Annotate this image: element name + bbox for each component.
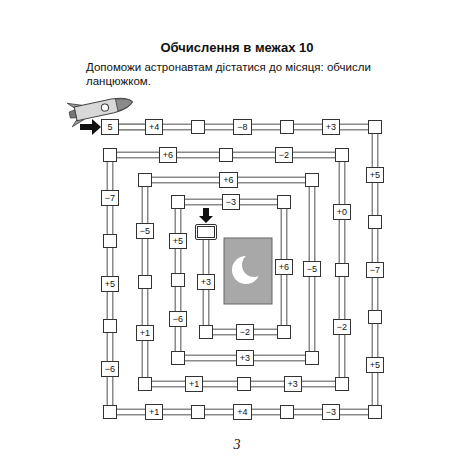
- operation-text: 5: [107, 122, 112, 132]
- answer-box: [103, 234, 117, 248]
- page-number: 3: [0, 437, 474, 453]
- operation-text: +1: [140, 328, 150, 338]
- operation-text: −2: [279, 150, 289, 160]
- operation-box: −3: [322, 404, 340, 420]
- operation-box: +4: [233, 404, 251, 420]
- answer-box: [335, 263, 349, 277]
- operation-text: −5: [307, 264, 317, 274]
- operation-text: −5: [140, 226, 150, 236]
- operation-box: +3: [236, 350, 254, 366]
- operation-box: +5: [101, 276, 119, 292]
- answer-box: [219, 148, 233, 162]
- operation-text: −3: [226, 197, 236, 207]
- operation-box: +1: [145, 404, 163, 420]
- operation-box: −2: [236, 324, 254, 340]
- operation-text: +6: [163, 150, 173, 160]
- answer-box: [335, 148, 349, 162]
- operation-text: −7: [105, 193, 115, 203]
- operation-text: −6: [173, 314, 183, 324]
- operation-box: −3: [222, 194, 240, 210]
- moon-picture: [224, 238, 272, 304]
- operation-box: −7: [366, 262, 384, 278]
- operation-text: +6: [223, 175, 233, 185]
- answer-box: [280, 120, 294, 134]
- operation-box: +6: [219, 172, 237, 188]
- operation-text: +1: [149, 407, 159, 417]
- operation-box: +6: [275, 259, 293, 275]
- operation-text: +3: [288, 379, 298, 389]
- operation-box: −8: [233, 119, 251, 135]
- operation-box: +1: [185, 376, 203, 392]
- answer-box: [237, 377, 251, 391]
- operation-text: +5: [370, 170, 380, 180]
- operation-text: +3: [201, 277, 211, 287]
- operation-box: −5: [136, 223, 154, 239]
- operation-box: −5: [303, 261, 321, 277]
- operation-box: +6: [159, 147, 177, 163]
- operation-box: +5: [366, 357, 384, 373]
- answer-box: [138, 275, 152, 289]
- answer-box: [305, 173, 319, 187]
- operation-box: −6: [101, 361, 119, 377]
- operation-text: −7: [370, 265, 380, 275]
- operation-text: +3: [326, 122, 336, 132]
- operation-text: −2: [337, 322, 347, 332]
- operation-text: +5: [370, 360, 380, 370]
- operation-text: +6: [279, 262, 289, 272]
- operation-box: −2: [275, 147, 293, 163]
- answer-box: [335, 377, 349, 391]
- operation-box: −7: [101, 190, 119, 206]
- answer-box: [199, 325, 213, 339]
- operation-box: +3: [284, 376, 302, 392]
- operation-box: +3: [197, 274, 215, 290]
- operation-text: +5: [173, 236, 183, 246]
- operation-text: +0: [337, 207, 347, 217]
- answer-box: [103, 405, 117, 419]
- start-number-box: 5: [101, 119, 119, 135]
- answer-box: [171, 195, 185, 209]
- answer-box: [277, 325, 291, 339]
- answer-box: [368, 215, 382, 229]
- operation-text: −8: [237, 122, 247, 132]
- operation-text: −6: [105, 364, 115, 374]
- operation-text: +3: [240, 353, 250, 363]
- operation-box: +3: [322, 119, 340, 135]
- operation-box: +5: [366, 167, 384, 183]
- operation-text: +5: [105, 279, 115, 289]
- operation-box: −6: [169, 311, 187, 327]
- answer-box: [368, 120, 382, 134]
- answer-box: [103, 319, 117, 333]
- chain-connector: [119, 127, 145, 128]
- finish-arrow: [199, 208, 213, 223]
- answer-box: [280, 405, 294, 419]
- operation-box: −2: [333, 319, 351, 335]
- operation-box: +1: [136, 325, 154, 341]
- operation-text: −2: [240, 327, 250, 337]
- answer-box: [305, 351, 319, 365]
- operation-box: +4: [145, 119, 163, 135]
- operation-text: +4: [237, 407, 247, 417]
- answer-box: [138, 377, 152, 391]
- answer-box: [191, 120, 205, 134]
- operation-text: +1: [189, 379, 199, 389]
- track: [110, 127, 375, 412]
- answer-box: [368, 310, 382, 324]
- start-arrow: [80, 119, 101, 135]
- operation-box: +5: [169, 233, 187, 249]
- answer-box: [191, 405, 205, 419]
- operation-box: +0: [333, 204, 351, 220]
- operation-text: −3: [326, 407, 336, 417]
- answer-box: [277, 195, 291, 209]
- answer-box: [138, 173, 152, 187]
- answer-box: [171, 273, 185, 287]
- final-answer-box: [195, 224, 217, 240]
- answer-box: [368, 405, 382, 419]
- title: Обчислення в межах 10: [0, 40, 474, 55]
- instruction-text: Допоможи астронавтам дістатися до місяця…: [86, 60, 406, 88]
- answer-box: [171, 351, 185, 365]
- answer-box: [103, 148, 117, 162]
- operation-text: +4: [149, 122, 159, 132]
